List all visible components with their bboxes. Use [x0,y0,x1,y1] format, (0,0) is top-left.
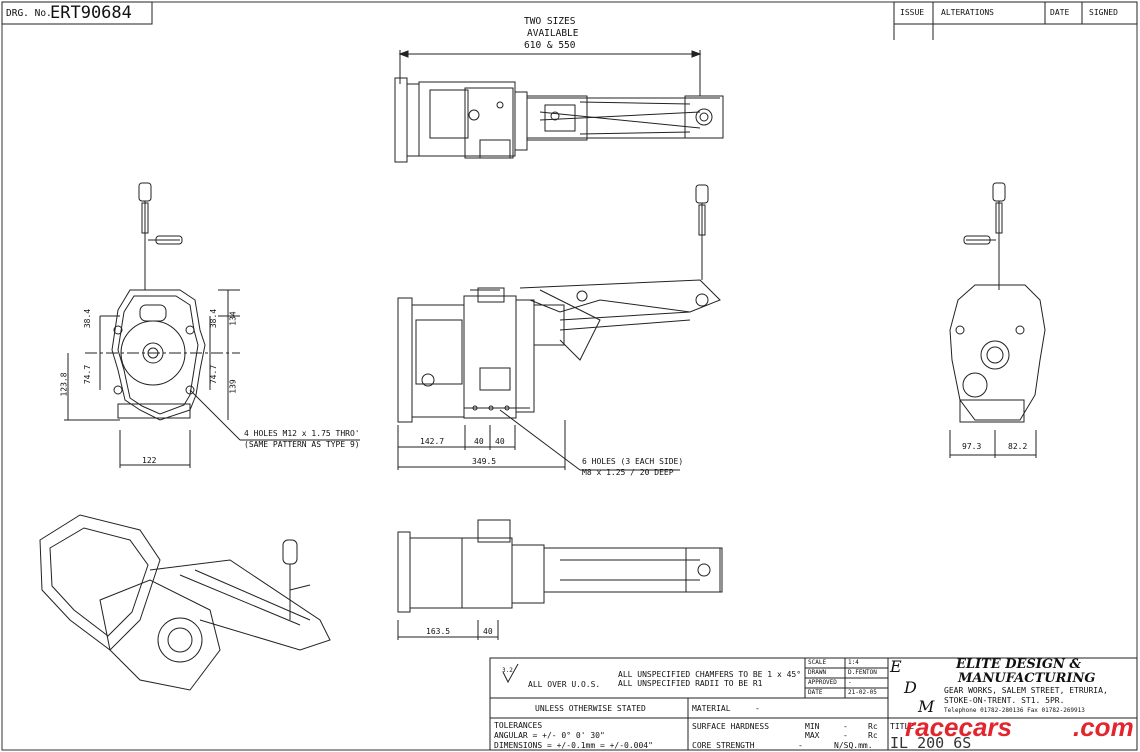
front-dim-134: 134 [228,311,238,326]
front-dim-123: 123.8 [59,372,69,397]
title-value: IL 200 6S [890,734,972,752]
isometric-view-drawing [39,514,331,691]
side-view-drawing [397,184,721,471]
side-dim-overall: 349.5 [472,457,497,466]
all-over-note: ALL OVER U.O.S. [528,680,601,689]
front-note-line1: 4 HOLES M12 x 1.75 THRO' [244,429,360,438]
front-dim-width: 122 [142,456,157,465]
chamfers-note: ALL UNSPECIFIED CHAMFERS TO BE 1 x 45° [618,670,802,679]
company-name-line1: ELITE DESIGN & [956,657,1082,672]
company-address1: GEAR WORKS, SALEM STREET, ETRURIA, [944,686,1108,695]
radii-note: ALL UNSPECIFIED RADII TO BE R1 [618,679,763,688]
hardness-min-unit: Rc [868,722,878,731]
angular-tolerance: ANGULAR = +/- 0° 0' 30" [494,731,605,740]
note-available: AVAILABLE [527,28,579,39]
note-two-sizes: TWO SIZES [524,16,576,27]
rev-header-issue: ISSUE [900,8,925,17]
front-view-drawing [64,182,360,468]
hardness-max-value: - [843,731,848,740]
rev-header-alterations: ALTERATIONS [941,8,994,17]
material-label: MATERIAL [692,704,731,713]
note-sizes: 610 & 550 [524,40,576,51]
unless-note: UNLESS OTHERWISE STATED [535,704,646,713]
rev-header-signed: SIGNED [1089,8,1118,17]
date-label: DATE [808,689,823,696]
side-dim-142: 142.7 [420,437,445,446]
side-dim-40a: 40 [474,437,484,446]
front-dim-38-right: 38.4 [209,308,219,329]
title-block-lines [489,657,1138,751]
bottom-view-drawing [397,519,723,640]
dimension-tolerance: DIMENSIONS = +/-0.1mm = +/-0.004" [494,741,653,750]
front-dim-38-left: 38.4 [83,308,93,329]
title-label: TITLE [890,722,915,731]
tolerances-label: TOLERANCES [494,721,543,730]
core-strength-label: CORE STRENGTH [692,741,755,750]
company-phone: Telephone 01782-280136 Fax 01782-269913 [944,707,1085,714]
top-view-drawing [394,50,724,163]
side-note-line2: M8 x 1.25 / 20 DEEP [582,468,674,477]
bottom-dim-40: 40 [483,627,493,636]
rear-dim-82: 82.2 [1008,442,1028,451]
hardness-min-value: - [843,722,848,731]
approved-label: APPROVED [808,679,837,686]
side-note-line1: 6 HOLES (3 EACH SIDE) [582,457,684,466]
rev-header-date: DATE [1050,8,1070,17]
hardness-max-label: MAX [805,731,820,740]
drawn-value: D.FENTON [848,669,877,676]
core-strength-unit: N/SQ.mm. [834,741,873,750]
side-dim-40b: 40 [495,437,505,446]
hardness-min-label: MIN [805,722,820,731]
core-strength-value: - [798,741,803,750]
drawn-label: DRAWN [808,669,827,676]
material-value: - [755,704,760,713]
front-dim-139: 139 [228,379,238,394]
scale-label: SCALE [808,659,827,666]
logo-e: E [890,657,902,676]
company-address2: STOKE-ON-TRENT. ST1. 5PR. [944,696,1065,705]
logo-d: D [904,678,917,697]
surface-finish-value: 3.2 [502,667,513,674]
hardness-max-unit: Rc [868,731,878,740]
rear-dim-97: 97.3 [962,442,982,451]
front-note-line2: (SAME PATTERN AS TYPE 9) [244,440,360,449]
surface-hardness-label: SURFACE HARDNESS [692,722,770,731]
bottom-dim-163: 163.5 [426,627,451,636]
front-dim-74-left: 74.7 [83,364,93,385]
scale-value: 1:4 [848,659,859,666]
front-dim-74-right: 74.7 [209,364,219,385]
watermark-racecars: racecars [905,712,1012,742]
company-name-line2: MANUFACTURING [958,671,1096,686]
watermark-dotcom: .com [1073,712,1134,742]
drawing-number: ERT90684 [50,3,132,23]
rear-view-drawing [949,182,1046,458]
approved-value: - [848,679,852,686]
date-value: 21-02-05 [848,689,877,696]
drawing-number-label: DRG. No. [6,8,52,19]
logo-m: M [918,697,935,716]
